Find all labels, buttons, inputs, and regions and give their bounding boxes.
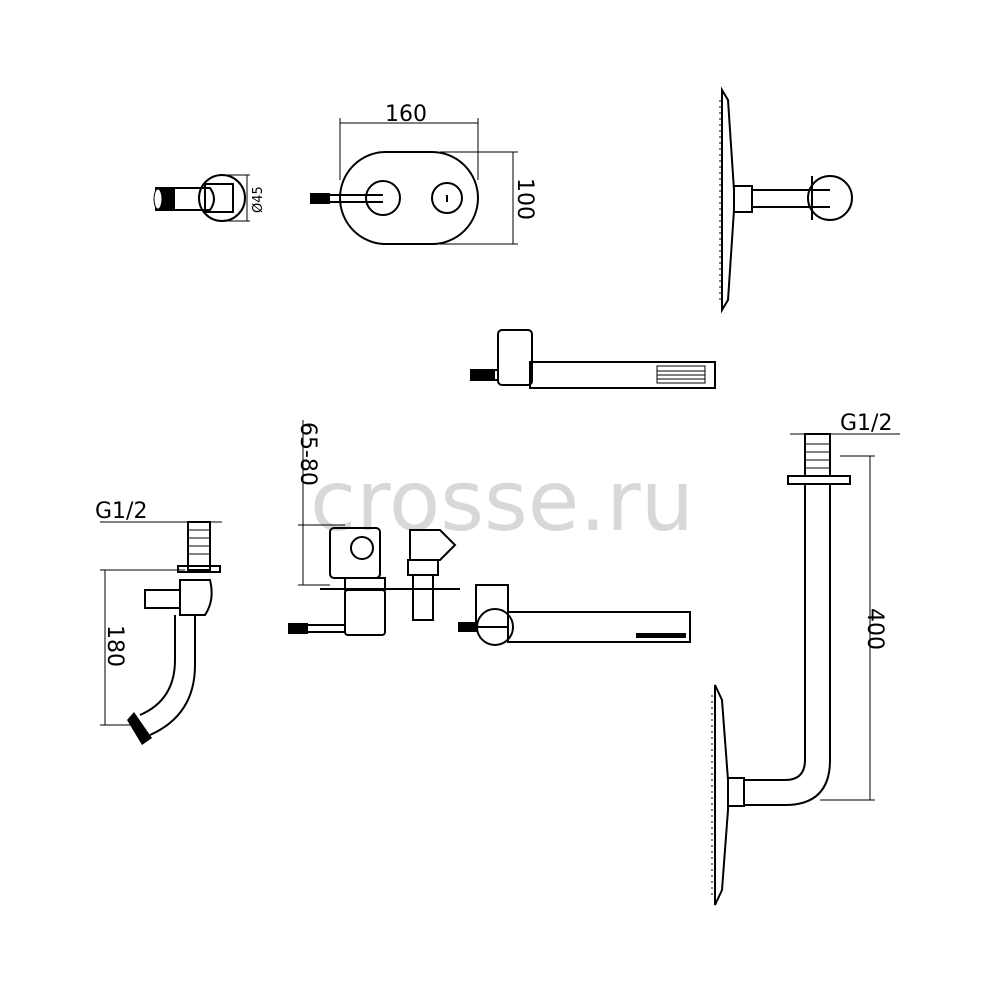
plate-height-label: 100 [512,178,537,220]
outlet-diameter-label: Ø45 [251,186,266,213]
mixer-plate-front-view [310,118,518,245]
mixer-body-side-view [288,420,691,646]
right-height-label: 400 [862,608,887,650]
hand-shower [470,329,716,389]
left-thread-label: G1/2 [95,499,147,524]
shower-head-side-view [719,86,853,314]
left-height-label: 180 [102,625,127,667]
right-thread-label: G1/2 [840,411,892,436]
bath-outlet-side-view [100,521,222,745]
depth-range-label: 65-80 [295,422,320,486]
watermark: crosse.ru [310,452,694,550]
ceiling-shower-arm [711,433,900,906]
wall-outlet-top-view [153,174,250,222]
plate-width-label: 160 [385,102,427,127]
